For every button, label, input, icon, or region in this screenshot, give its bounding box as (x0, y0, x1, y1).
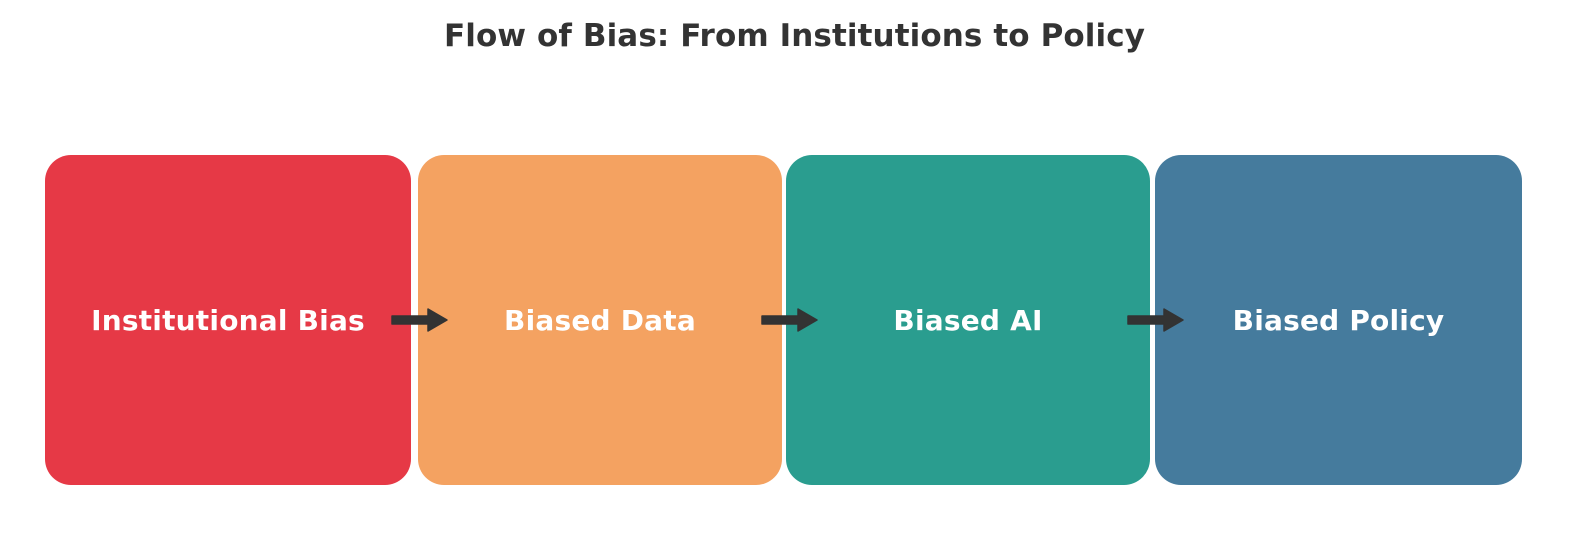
flow-node-institutional-bias[interactable]: Institutional Bias (45, 155, 411, 485)
flow-node-label: Biased AI (893, 303, 1043, 337)
flow-node-biased-ai[interactable]: Biased AI (786, 155, 1150, 485)
flow-node-biased-data[interactable]: Biased Data (418, 155, 782, 485)
flow-sequence: Institutional Bias Biased Data Biased AI… (0, 155, 1589, 485)
flow-node-biased-policy[interactable]: Biased Policy (1155, 155, 1522, 485)
flow-node-label: Biased Data (504, 303, 696, 337)
flow-node-label: Institutional Bias (91, 303, 365, 337)
flow-node-label: Biased Policy (1232, 303, 1445, 337)
page-title: Flow of Bias: From Institutions to Polic… (443, 18, 1146, 54)
